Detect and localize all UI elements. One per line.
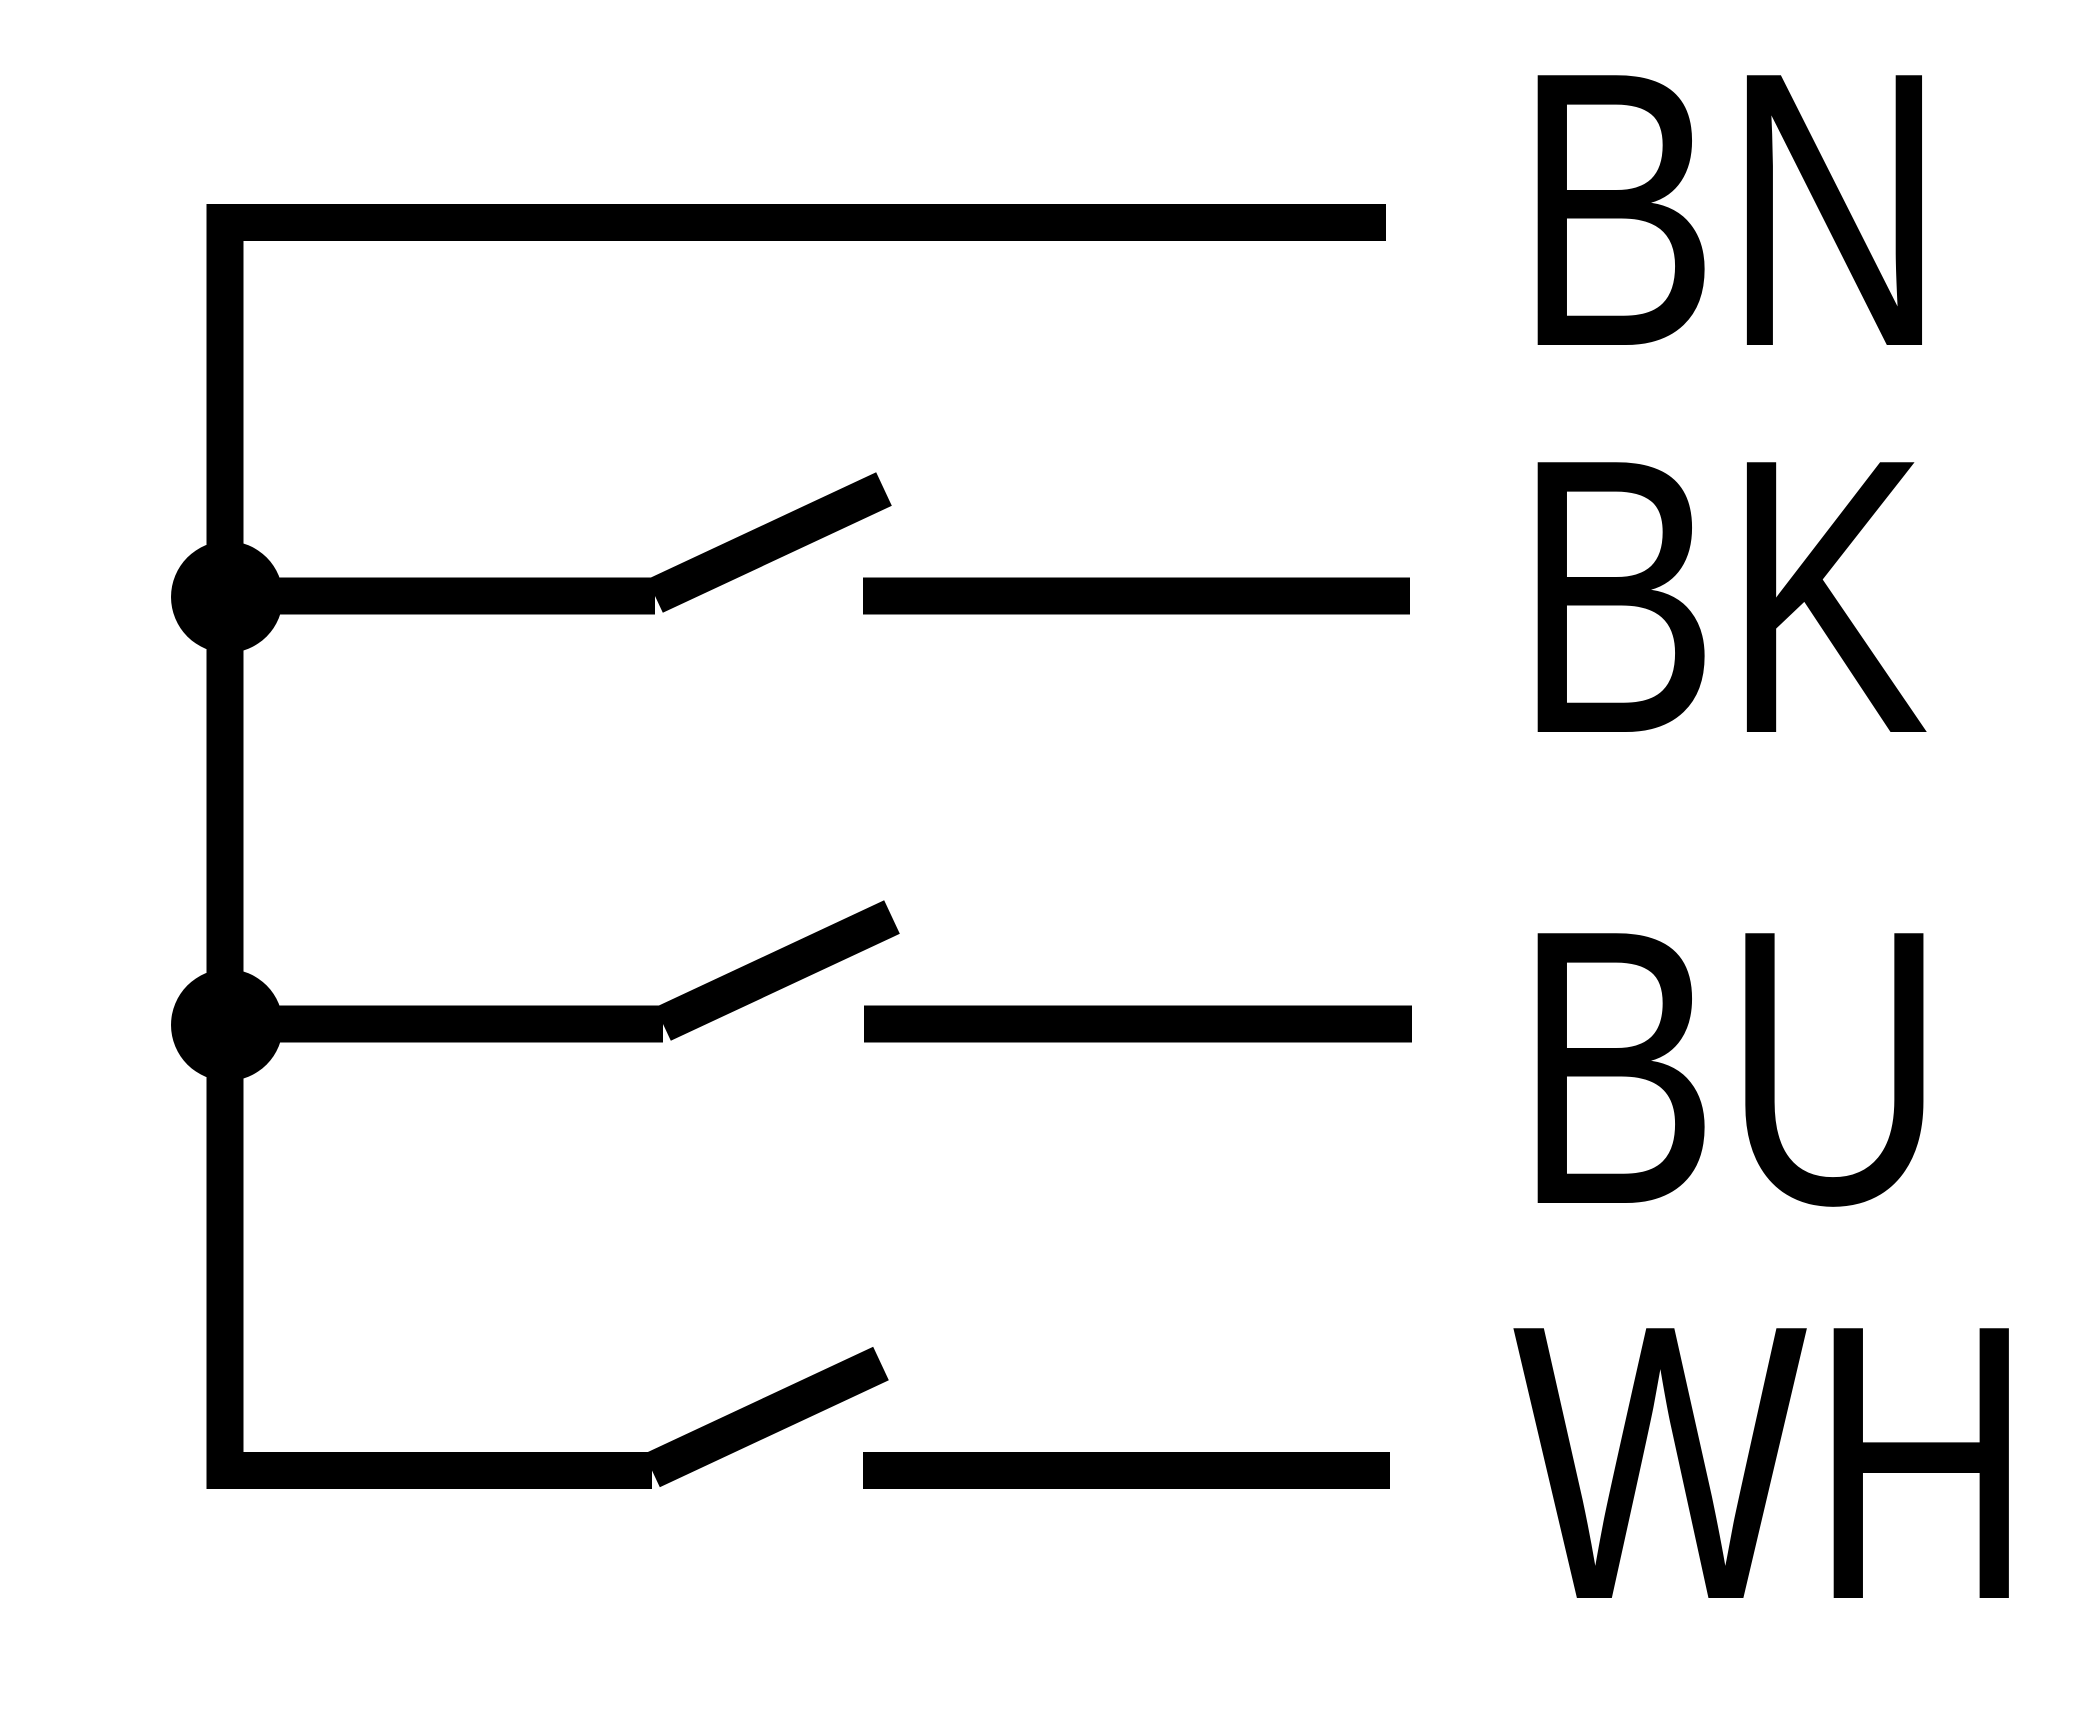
wire-label-bk: BK <box>1512 378 1931 816</box>
bu-switch-blade-icon <box>655 900 900 1041</box>
wire-label-bu: BU <box>1512 849 1948 1287</box>
wire-label-bn: BN <box>1512 0 1948 429</box>
bk-junction-dot <box>171 541 283 653</box>
bk-switch-blade-icon <box>647 472 892 613</box>
wh-switch-blade-icon <box>644 1346 889 1488</box>
wire-label-wh: WH <box>1512 1244 2035 1682</box>
bu-junction-dot <box>171 969 283 1081</box>
